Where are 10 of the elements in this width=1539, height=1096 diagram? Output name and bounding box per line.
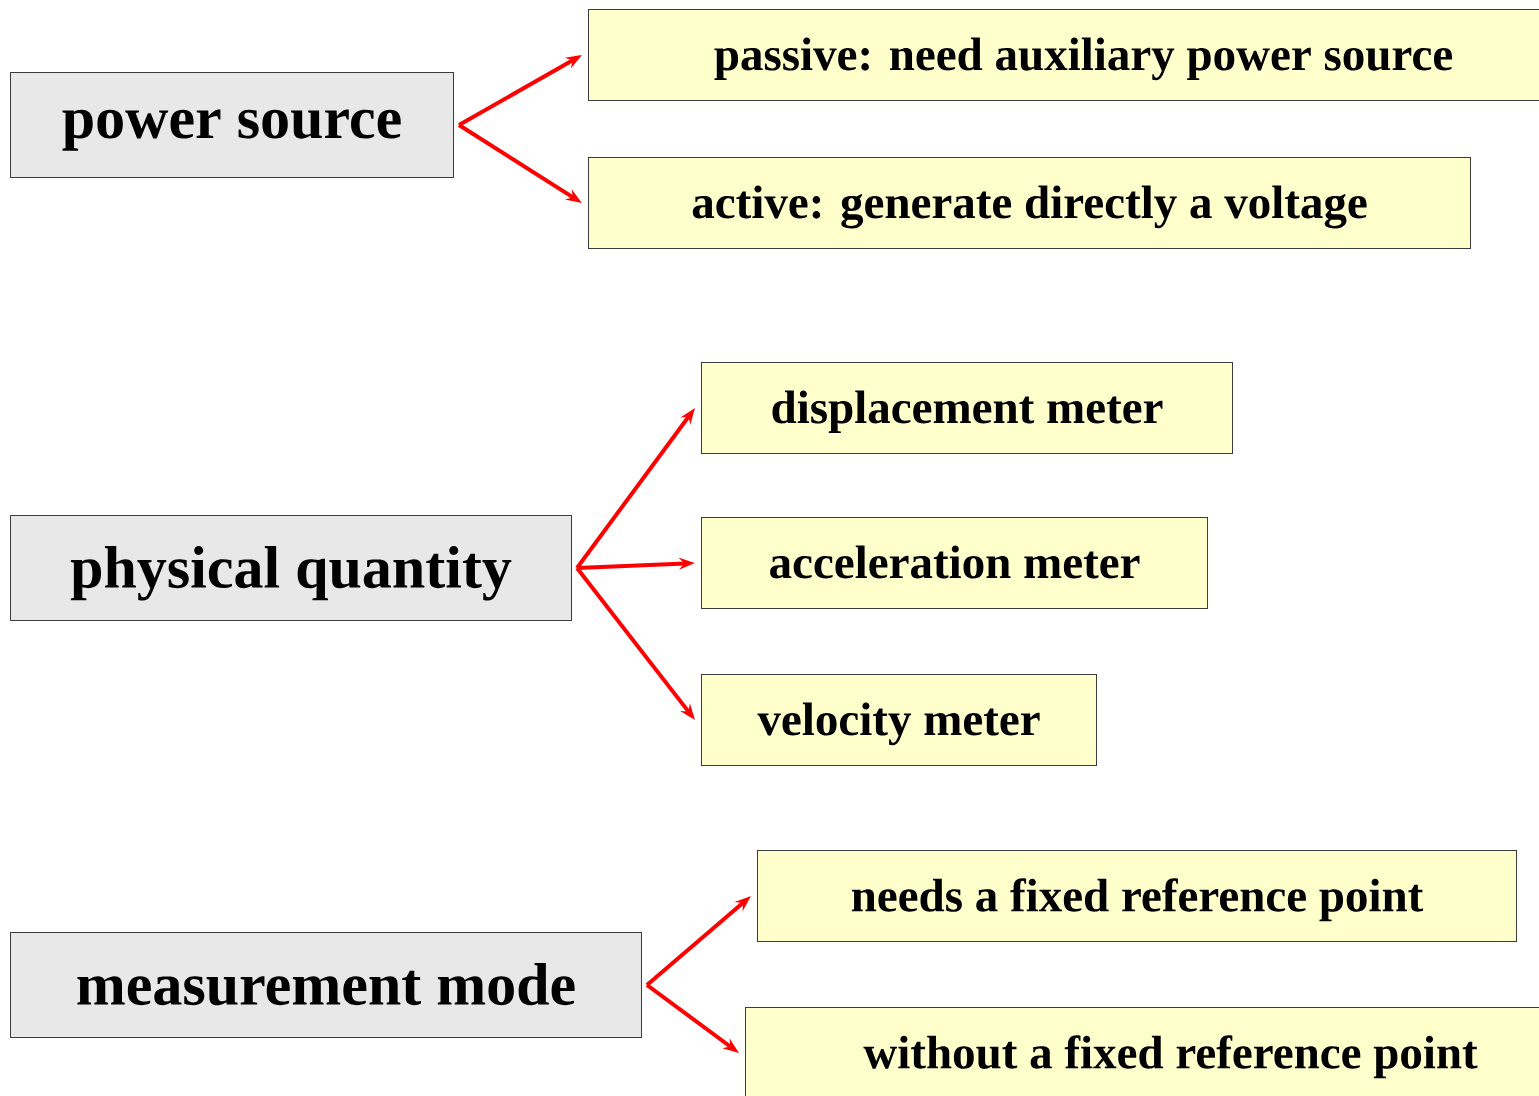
item-box: passive: need auxiliary power source — [588, 9, 1539, 101]
category-box: measurement mode — [10, 932, 642, 1038]
category-box: power source — [10, 72, 454, 178]
category-box: physical quantity — [10, 515, 572, 621]
item-box: active: generate directly a voltage — [588, 157, 1471, 249]
item-box: needs a fixed reference point — [757, 850, 1517, 942]
item-box: acceleration meter — [701, 517, 1208, 609]
item-box: velocity meter — [701, 674, 1097, 766]
item-box: without a fixed reference point — [745, 1007, 1539, 1096]
item-box: displacement meter — [701, 362, 1233, 454]
